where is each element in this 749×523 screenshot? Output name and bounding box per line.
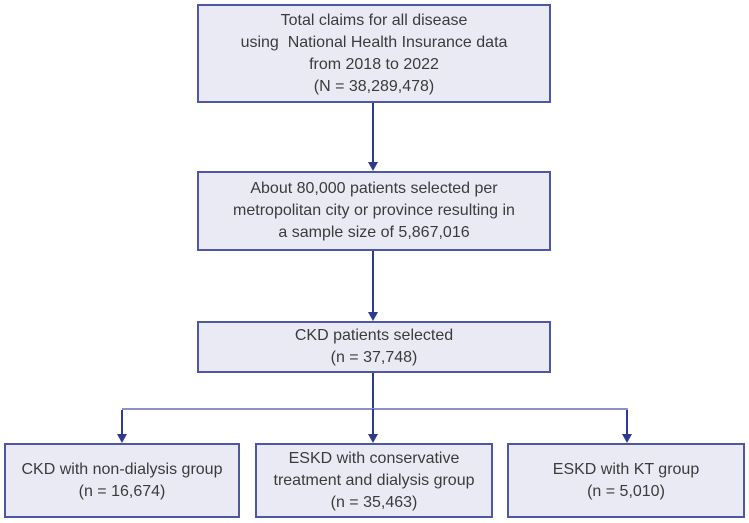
box-total-claims-line: Total claims for all disease [280,11,468,29]
branch-right-drop-line [626,410,628,434]
box-ckd-non-dialysis-line: CKD with non-dialysis group [21,460,223,478]
box-sampling-line: About 80,000 patients selected per [250,180,498,197]
box-sampling-line: a sample size of 5,867,016 [278,224,470,241]
box-eskd-conservative-dialysis-line: (n = 35,463) [330,493,418,511]
branch-left-drop-line [121,410,123,434]
arrow-sampling-to-ckd-head-icon [368,312,378,321]
box-ckd-non-dialysis-line: (n = 16,674) [78,482,166,500]
box-eskd-conservative-dialysis-line: ESKD with conservative [288,449,460,467]
box-sampling: About 80,000 patients selected per metro… [197,171,551,251]
branch-middle-arrow-head-icon [368,434,378,443]
box-ckd-selected-line: (n = 37,748) [330,349,418,366]
branch-left-arrow-head-icon [117,434,127,443]
box-ckd-selected: CKD patients selected (n = 37,748) [197,321,551,373]
box-ckd-selected-line: CKD patients selected [294,327,454,344]
box-ckd-non-dialysis: CKD with non-dialysis group (n = 16,674) [4,443,240,518]
box-eskd-conservative-dialysis: ESKD with conservative treatment and dia… [255,443,493,518]
branch-stem-line [372,373,374,409]
box-total-claims: Total claims for all disease using Natio… [197,4,551,103]
box-total-claims-line: from 2018 to 2022 [309,55,439,73]
box-total-claims-line: using National Health Insurance data [240,33,508,51]
box-eskd-conservative-dialysis-line: treatment and dialysis group [273,471,475,489]
branch-middle-drop-line [372,409,374,434]
branch-horizontal-line [122,408,628,410]
box-eskd-kt: ESKD with KT group (n = 5,010) [507,443,745,518]
arrow-total-to-sampling-head-icon [368,162,378,171]
arrow-sampling-to-ckd-line [372,251,374,312]
box-eskd-kt-line: (n = 5,010) [587,482,665,500]
branch-right-arrow-head-icon [622,434,632,443]
arrow-total-to-sampling-line [372,103,374,162]
box-eskd-kt-line: ESKD with KT group [552,460,700,478]
box-sampling-line: metropolitan city or province resulting … [233,202,515,219]
box-total-claims-line: (N = 38,289,478) [313,77,435,95]
